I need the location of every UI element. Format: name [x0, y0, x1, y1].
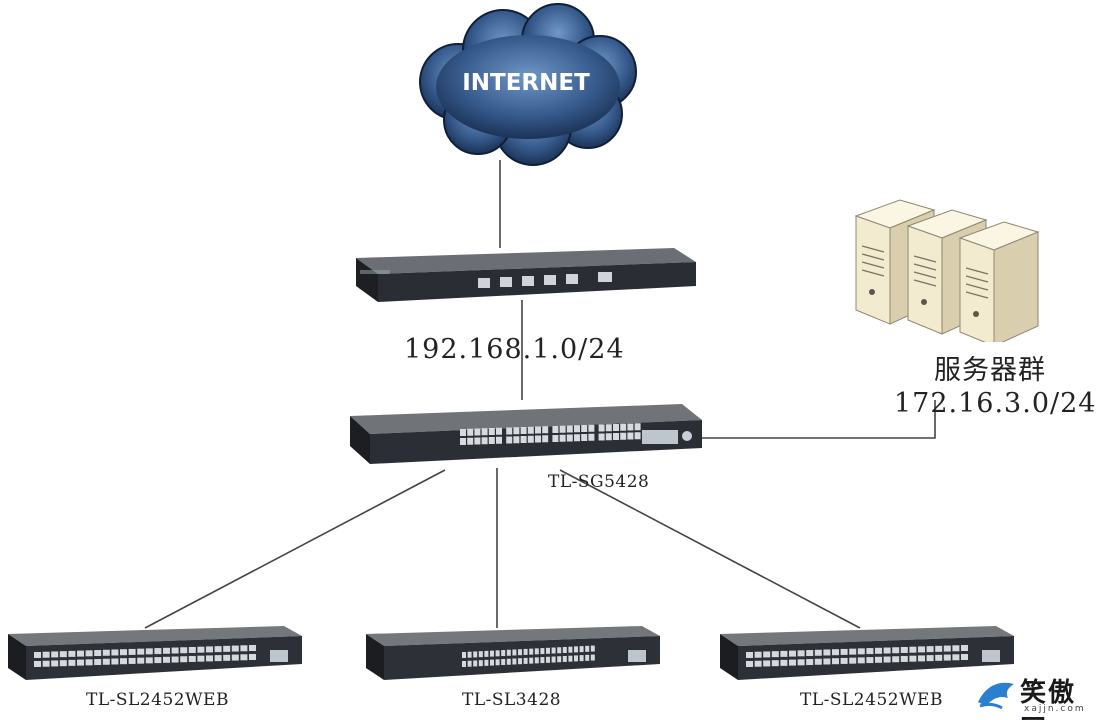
- core-subnet-label: 192.168.1.0/24: [404, 334, 625, 365]
- server-group-title: 服务器群: [934, 355, 1046, 386]
- server-tower-icon: [854, 199, 1040, 342]
- access-switch-left-label: TL-SL2452WEB: [86, 690, 229, 710]
- switch-icon: [350, 404, 702, 464]
- shark-logo-icon: [978, 682, 1014, 710]
- core-switch-label: TL-SG5428: [548, 472, 650, 492]
- link-core-servers: [695, 400, 936, 439]
- cloud-icon: INTERNET: [419, 3, 637, 166]
- access-switch-right: [720, 626, 1014, 680]
- router-icon: [356, 248, 696, 302]
- link-core-access-left: [144, 469, 446, 629]
- access-switch-center-label: TL-SL3428: [462, 690, 562, 710]
- access-switch-center: [366, 626, 660, 680]
- watermark-text: 笑傲网: [1020, 678, 1077, 720]
- watermark-sub: xajjn.com: [1024, 704, 1086, 714]
- cloud-label: INTERNET: [462, 70, 590, 96]
- link-core-access-right: [559, 469, 861, 629]
- watermark: 笑傲网 xajjn.com: [974, 672, 1102, 720]
- access-switch-right-label: TL-SL2452WEB: [800, 690, 943, 710]
- server-subnet-label: 172.16.3.0/24: [894, 388, 1097, 419]
- access-switch-left: [8, 626, 302, 680]
